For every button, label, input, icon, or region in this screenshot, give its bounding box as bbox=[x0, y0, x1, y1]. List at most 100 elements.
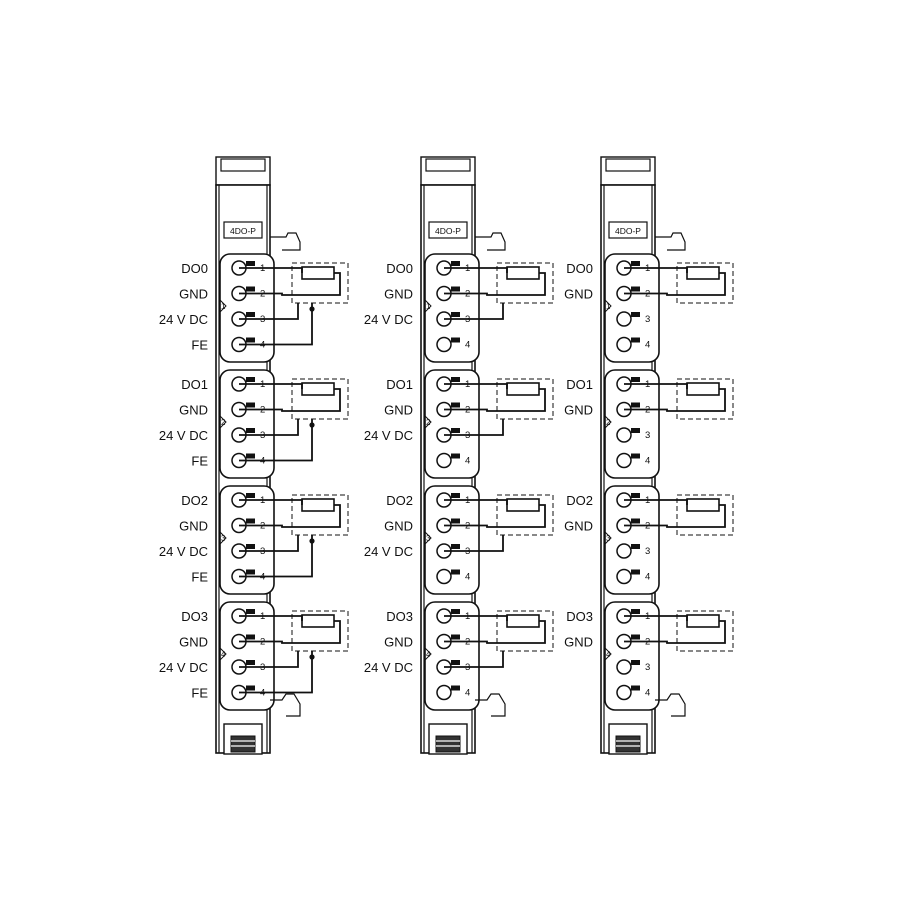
terminal-hole bbox=[616, 568, 632, 585]
signal-label: FE bbox=[191, 338, 208, 353]
pin-number: 4 bbox=[645, 340, 650, 351]
wire-gnd bbox=[239, 272, 341, 296]
wire-gnd bbox=[624, 272, 726, 296]
group-arrow bbox=[604, 299, 612, 313]
fe-junction bbox=[309, 654, 315, 660]
connector-block bbox=[604, 601, 660, 711]
wire-gnd bbox=[239, 620, 341, 644]
load-box bbox=[676, 262, 734, 304]
release-slot bbox=[246, 312, 255, 317]
group-number: 1 bbox=[426, 302, 431, 311]
group-arrow bbox=[219, 647, 227, 661]
wire-gnd bbox=[444, 504, 546, 528]
pin-number: 4 bbox=[465, 572, 470, 583]
connector-block bbox=[219, 253, 275, 363]
load-box bbox=[291, 494, 349, 536]
signal-label: 24 V DC bbox=[364, 428, 413, 443]
connector-block bbox=[219, 369, 275, 479]
fe-junction bbox=[309, 538, 315, 544]
group-number: 1 bbox=[221, 302, 226, 311]
load-resistor bbox=[301, 266, 335, 280]
wire-do bbox=[444, 615, 508, 621]
pin-number: 3 bbox=[645, 430, 650, 441]
group-arrow bbox=[424, 531, 432, 545]
wire-do bbox=[444, 499, 508, 505]
latch-tab bbox=[220, 158, 266, 172]
release-slot bbox=[451, 453, 460, 459]
signal-label: GND bbox=[564, 287, 593, 302]
group-arrow bbox=[219, 415, 227, 429]
release-slot bbox=[451, 518, 460, 524]
release-slot bbox=[451, 569, 460, 575]
bottom-release bbox=[435, 735, 461, 753]
group-number: 4 bbox=[606, 650, 611, 659]
release-slot bbox=[451, 544, 460, 549]
group-number: 3 bbox=[221, 534, 226, 543]
signal-label: 24 V DC bbox=[159, 660, 208, 675]
signal-label: FE bbox=[191, 570, 208, 585]
release-slot bbox=[451, 685, 460, 691]
wire-gnd bbox=[444, 272, 546, 296]
load-box bbox=[496, 494, 554, 536]
wire-gnd bbox=[444, 620, 546, 644]
signal-label: DO0 bbox=[566, 261, 593, 276]
bottom-release bbox=[230, 735, 256, 753]
release-slot bbox=[631, 685, 640, 691]
release-slot bbox=[246, 428, 255, 433]
signal-label: DO3 bbox=[386, 609, 413, 624]
latch-tab bbox=[605, 158, 651, 172]
pin-number: 3 bbox=[645, 662, 650, 673]
load-resistor bbox=[301, 382, 335, 396]
terminal-hole bbox=[616, 452, 632, 469]
terminal-hole bbox=[436, 684, 452, 701]
release-slot bbox=[246, 493, 255, 498]
load-resistor bbox=[686, 382, 720, 396]
release-slot bbox=[246, 377, 255, 382]
terminal-hole bbox=[616, 311, 632, 327]
connector-block bbox=[424, 253, 480, 363]
load-resistor bbox=[301, 614, 335, 628]
signal-label: DO0 bbox=[386, 261, 413, 276]
wire-do bbox=[624, 615, 688, 621]
load-resistor bbox=[301, 498, 335, 512]
wire-gnd bbox=[624, 388, 726, 412]
product-label-box bbox=[608, 221, 648, 239]
load-box bbox=[291, 262, 349, 304]
wire-gnd bbox=[239, 504, 341, 528]
release-slot bbox=[631, 609, 640, 614]
release-slot bbox=[246, 286, 255, 292]
release-slot bbox=[246, 660, 255, 665]
fe-junction bbox=[309, 422, 315, 428]
product-label: 4DO-P bbox=[615, 226, 641, 236]
load-resistor bbox=[506, 498, 540, 512]
wire-fe bbox=[239, 651, 313, 694]
wire-do bbox=[239, 499, 303, 505]
pin-number: 4 bbox=[645, 688, 650, 699]
wire-gnd bbox=[624, 620, 726, 644]
signal-label: GND bbox=[564, 403, 593, 418]
pin-number: 3 bbox=[645, 314, 650, 325]
load-box bbox=[496, 262, 554, 304]
group-number: 3 bbox=[426, 534, 431, 543]
signal-label: GND bbox=[179, 403, 208, 418]
release-slot bbox=[246, 337, 255, 343]
release-slot bbox=[631, 634, 640, 640]
release-slot bbox=[631, 544, 640, 549]
signal-label: DO1 bbox=[386, 377, 413, 392]
load-box bbox=[291, 378, 349, 420]
release-slot bbox=[246, 402, 255, 408]
release-slot bbox=[451, 261, 460, 266]
load-resistor bbox=[686, 266, 720, 280]
group-arrow bbox=[424, 647, 432, 661]
terminal-hole bbox=[436, 452, 452, 469]
release-slot bbox=[631, 286, 640, 292]
terminal-hole bbox=[616, 427, 632, 443]
release-slot bbox=[631, 453, 640, 459]
wire-do bbox=[239, 615, 303, 621]
wire-gnd bbox=[624, 504, 726, 528]
